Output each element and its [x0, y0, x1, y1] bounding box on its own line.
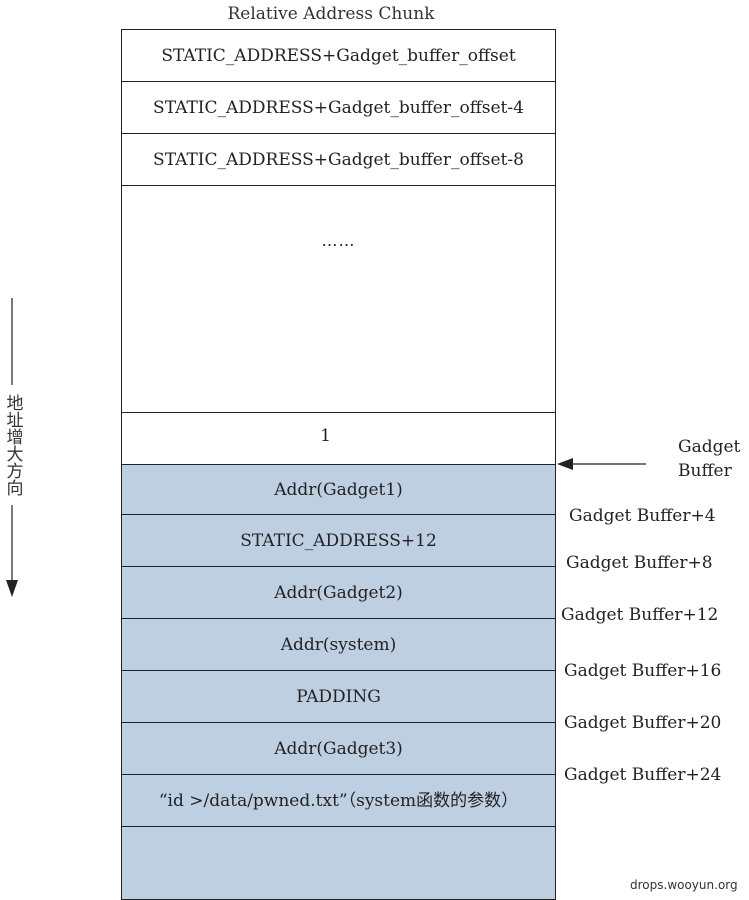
- stack-cell-addr-gadget1: Addr(Gadget1): [122, 465, 555, 515]
- stack-cell-label: PADDING: [296, 686, 381, 707]
- stack-cell-offset-minus-8: STATIC_ADDRESS+Gadget_buffer_offset-8: [122, 134, 555, 186]
- stack-cell-system-argument: “id >/data/pwned.txt”（system函数的参数）: [122, 775, 555, 827]
- stack-cell-label: Addr(Gadget1): [274, 479, 403, 500]
- offset-label-16: Gadget Buffer+16: [564, 661, 722, 681]
- offset-label-24: Gadget Buffer+24: [564, 765, 722, 785]
- address-direction-label: 地址增大方向: [2, 394, 23, 496]
- stack-cell-label: 1: [320, 426, 331, 446]
- stack-cell-label: STATIC_ADDRESS+12: [240, 530, 437, 551]
- stack-cell-padding: PADDING: [122, 671, 555, 723]
- stack-cell-label: “id >/data/pwned.txt”（system函数的参数）: [158, 790, 519, 811]
- gadget-buffer-label: Gadget Buffer: [678, 437, 741, 481]
- stack-cell-offset-minus-4: STATIC_ADDRESS+Gadget_buffer_offset-4: [122, 82, 555, 134]
- address-direction-arrow: [6, 298, 18, 597]
- gadget-buffer-arrow: [557, 458, 646, 470]
- memory-stack: STATIC_ADDRESS+Gadget_buffer_offset STAT…: [121, 29, 556, 900]
- offset-label-8: Gadget Buffer+8: [566, 553, 713, 573]
- stack-cell-label: Addr(Gadget2): [274, 582, 403, 603]
- stack-cell-label: Addr(system): [280, 634, 397, 655]
- stack-cell-label: STATIC_ADDRESS+Gadget_buffer_offset-8: [153, 149, 524, 170]
- diagram-title: Relative Address Chunk: [227, 4, 435, 24]
- stack-cell-ellipsis: ……: [122, 186, 555, 413]
- watermark: drops.wooyun.org: [630, 878, 738, 892]
- stack-cell-label: ……: [321, 231, 356, 250]
- offset-label-4: Gadget Buffer+4: [569, 506, 716, 526]
- stack-cell-offset: STATIC_ADDRESS+Gadget_buffer_offset: [122, 30, 555, 82]
- stack-cell-label: Addr(Gadget3): [274, 738, 403, 759]
- stack-cell-empty: [122, 827, 555, 900]
- stack-cell-label: STATIC_ADDRESS+Gadget_buffer_offset: [161, 45, 516, 66]
- stack-cell-addr-system: Addr(system): [122, 619, 555, 671]
- stack-cell-addr-gadget3: Addr(Gadget3): [122, 723, 555, 775]
- stack-cell-addr-gadget2: Addr(Gadget2): [122, 567, 555, 619]
- stack-cell-one: 1: [122, 413, 555, 465]
- offset-label-20: Gadget Buffer+20: [564, 713, 722, 733]
- offset-label-12: Gadget Buffer+12: [561, 605, 719, 625]
- stack-cell-label: STATIC_ADDRESS+Gadget_buffer_offset-4: [153, 97, 524, 118]
- stack-cell-static-address-12: STATIC_ADDRESS+12: [122, 515, 555, 567]
